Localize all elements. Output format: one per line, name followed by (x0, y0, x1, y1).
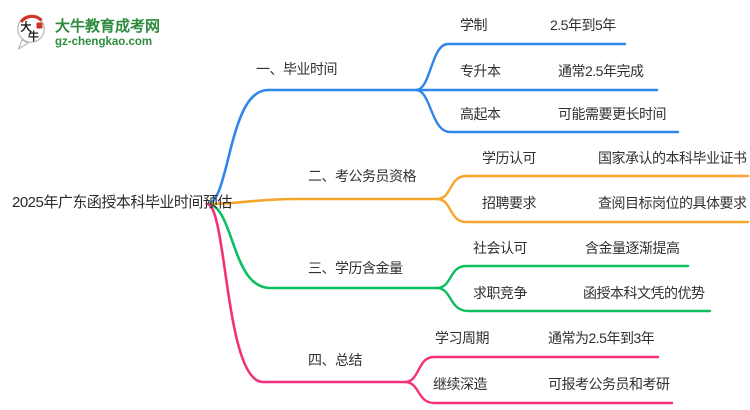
branch1-child2-label: 专升本 (460, 63, 501, 79)
branch1-label: 一、毕业时间 (256, 61, 338, 77)
branch2-child1-label: 学历认可 (482, 150, 537, 166)
branch4-child2-line (403, 380, 674, 405)
branch2-main-line (205, 197, 439, 206)
central-topic: 2025年广东函授本科毕业时间预估 (12, 194, 232, 211)
site-url: gz-chengkao.com (55, 35, 153, 48)
logo-char-da: 大 (21, 20, 32, 34)
branch4-child1-value: 通常为2.5年到3年 (548, 330, 655, 346)
branch3-main-line (205, 202, 439, 290)
branch4-child1-line (403, 355, 660, 384)
branch3-child1-label: 社会认可 (473, 240, 528, 256)
branch4-child2-label: 继续深造 (433, 376, 488, 392)
branch2-child2-line (435, 197, 750, 224)
branch4-label: 四、总结 (308, 352, 363, 368)
branch1-main-line (205, 88, 659, 206)
branch4-child2-value: 可报考公务员和考研 (548, 376, 670, 392)
branch2-child1-value: 国家承认的本科毕业证书 (598, 150, 747, 166)
branch1-child2-value: 通常2.5年完成 (558, 63, 644, 79)
site-logo[interactable]: 大 牛 大牛教育成考网 gz-chengkao.com (15, 13, 160, 53)
logo-char-niu: 牛 (28, 29, 39, 43)
branch2-child2-value: 查阅目标岗位的具体要求 (598, 195, 747, 211)
branch2-label: 二、考公务员资格 (308, 168, 417, 184)
branch1-child3-line (414, 88, 680, 134)
branch1-child1-line (414, 42, 627, 92)
branch3-child2-label: 求职竞争 (473, 285, 528, 301)
branch3-child1-line (435, 264, 690, 290)
branch4-child1-label: 学习周期 (435, 330, 490, 346)
branch2-child1-line (435, 174, 750, 201)
branch2-child2-label: 招聘要求 (482, 195, 537, 211)
site-name: 大牛教育成考网 (55, 17, 161, 35)
logo-text-block: 大牛教育成考网 gz-chengkao.com (55, 18, 160, 49)
branch1-child1-value: 2.5年到5年 (550, 17, 616, 33)
branch1-child3-value: 可能需要更长时间 (558, 106, 667, 122)
branch4-main-line (205, 202, 407, 384)
branch3-child1-value: 含金量逐渐提高 (585, 240, 680, 256)
branch1-child1-label: 学制 (460, 17, 488, 33)
logo-bubble-icon: 大 牛 (17, 14, 45, 50)
branch1-child3-label: 高起本 (460, 106, 501, 122)
branch3-label: 三、学历含金量 (308, 260, 403, 276)
branch3-child2-value: 函授本科文凭的优势 (583, 285, 705, 301)
branch3-child2-line (435, 286, 712, 313)
